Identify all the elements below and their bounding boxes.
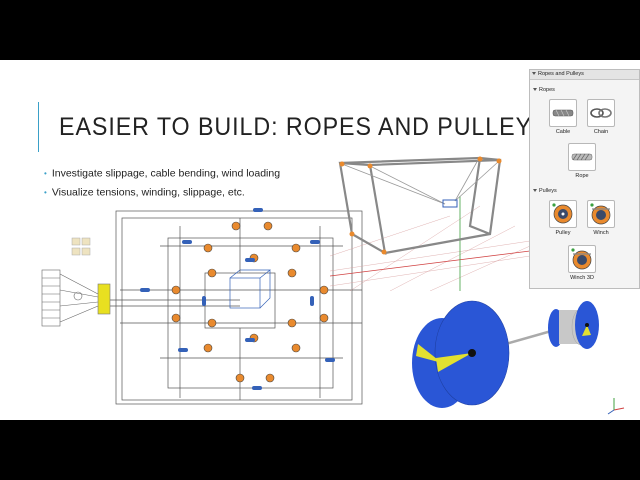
winch-icon <box>587 200 615 228</box>
section-label: Pulleys <box>539 188 557 194</box>
slide-title: EASIER TO BUILD: ROPES AND PULLEYS <box>59 113 549 141</box>
palette-item-chain[interactable]: Chain <box>587 99 615 135</box>
winch-3d-render <box>412 300 599 408</box>
item-label: Winch 3D <box>570 275 594 281</box>
item-label: Chain <box>593 129 609 135</box>
rope-icon <box>568 143 596 171</box>
3d-frame-view <box>330 156 530 291</box>
winch-3d-icon <box>568 245 596 273</box>
palette-section-ropes[interactable]: Ropes <box>533 87 555 93</box>
rope-system-schematic <box>41 208 363 405</box>
bullet-item: Visualize tensions, winding, slippage, e… <box>44 183 280 202</box>
item-label: Winch <box>593 230 609 236</box>
axis-triad-icon <box>607 398 625 415</box>
item-label: Pulley <box>555 230 571 236</box>
palette-item-winch[interactable]: Winch <box>587 200 615 236</box>
palette-title: Ropes and Pulleys <box>538 71 584 77</box>
palette-item-winch-3d[interactable]: Winch 3D <box>568 245 596 281</box>
item-label: Rope <box>575 173 589 179</box>
component-palette: Ropes and Pulleys Ropes Cable Chain Rope… <box>529 69 640 289</box>
bullet-item: Investigate slippage, cable bending, win… <box>44 164 280 183</box>
bullet-list: Investigate slippage, cable bending, win… <box>44 164 280 202</box>
cable-icon <box>549 99 577 127</box>
presentation-slide: EASIER TO BUILD: ROPES AND PULLEYS Inves… <box>0 60 640 420</box>
palette-item-rope[interactable]: Rope <box>568 143 596 179</box>
title-accent-bar <box>38 102 39 152</box>
item-label: Cable <box>555 129 571 135</box>
pulley-icon <box>549 200 577 228</box>
palette-item-cable[interactable]: Cable <box>549 99 577 135</box>
palette-item-pulley[interactable]: Pulley <box>549 200 577 236</box>
palette-section-pulleys[interactable]: Pulleys <box>533 188 557 194</box>
chain-icon <box>587 99 615 127</box>
palette-header[interactable]: Ropes and Pulleys <box>530 70 639 80</box>
section-label: Ropes <box>539 87 555 93</box>
